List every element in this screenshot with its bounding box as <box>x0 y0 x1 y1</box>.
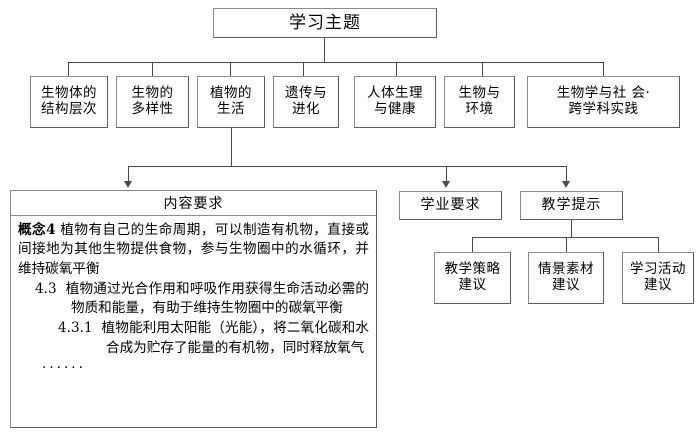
connector-drop-category-2 <box>152 62 153 76</box>
connector-plant-life-stem <box>231 128 232 166</box>
panel-content-requirement: 内容要求 概念4 植物有自己的生命周期，可以制造有机物，直接或间接地为其他生物提… <box>10 190 377 428</box>
node-category-biology-society-interdisciplinary[interactable]: 生物学与社 会· 跨学科实践 <box>527 76 680 128</box>
paragraph-item-4-3: 4.3 植物通过光合作用和呼吸作用获得生命活动必需的物质和能量，有助于维持生物圈… <box>35 280 369 319</box>
arrowhead-teaching-tips <box>562 181 570 188</box>
connector-root-stem <box>324 38 325 62</box>
paragraph-item-4-3-1: 4.3.1 植物能利用太阳能（光能），将二氧化碳和水合成为贮存了能量的有机物，同… <box>58 319 370 358</box>
node-category-organism-environment[interactable]: 生物与 环境 <box>444 76 515 128</box>
connector-drop-category-5 <box>396 62 397 76</box>
connector-drop-scenario-material <box>566 237 567 252</box>
node-academic-requirement[interactable]: 学业要求 <box>399 191 502 220</box>
node-category-plant-life[interactable]: 植物的 生活 <box>197 76 265 128</box>
panel-content-requirement-header: 内容要求 <box>11 191 376 216</box>
connector-teaching-tips-stem <box>571 220 572 237</box>
connector-drop-academic-requirement <box>446 166 447 182</box>
node-category-biodiversity[interactable]: 生物的 多样性 <box>116 76 189 128</box>
node-root-study-theme[interactable]: 学习主题 <box>213 8 437 38</box>
connector-drop-category-1 <box>68 62 69 76</box>
arrowhead-content-requirement <box>124 181 132 188</box>
connector-drop-learning-activity <box>658 237 659 252</box>
node-learning-activity-suggestion[interactable]: 学习活动 建议 <box>622 252 694 304</box>
connector-drop-teaching-strategy <box>472 237 473 252</box>
connector-drop-teaching-tips <box>566 166 567 182</box>
panel-content-requirement-body: 概念4 植物有自己的生命周期，可以制造有机物，直接或间接地为其他生物提供食物，参… <box>11 216 376 378</box>
ellipsis-more-items: ······ <box>42 360 86 377</box>
item-4-3-number: 4.3 <box>35 280 57 297</box>
node-category-human-physiology-health[interactable]: 人体生理 与健康 <box>354 76 436 128</box>
connector-section-bus <box>128 166 566 167</box>
arrowhead-academic-requirement <box>442 181 450 188</box>
paragraph-concept-4: 概念4 植物有自己的生命周期，可以制造有机物，直接或间接地为其他生物提供食物，参… <box>18 221 369 279</box>
connector-drop-category-7 <box>603 62 604 76</box>
node-teaching-tips[interactable]: 教学提示 <box>520 191 623 220</box>
connector-teaching-tips-bus <box>472 237 659 238</box>
connector-drop-category-4 <box>303 62 304 76</box>
concept-label: 概念4 <box>18 222 56 238</box>
item-4-3-1-number: 4.3.1 <box>58 320 93 337</box>
item-4-3-text: 植物通过光合作用和呼吸作用获得生命活动必需的物质和能量，有助于维持生物圈中的碳氧… <box>65 280 369 317</box>
connector-drop-category-6 <box>482 62 483 76</box>
connector-drop-content-requirement <box>128 166 129 182</box>
node-category-structure-levels[interactable]: 生物体的 结构层次 <box>30 76 108 128</box>
connector-drop-category-3 <box>230 62 231 76</box>
connector-category-bus <box>68 62 603 63</box>
node-scenario-material-suggestion[interactable]: 情景素材 建议 <box>528 252 604 304</box>
concept-text: 植物有自己的生命周期，可以制造有机物，直接或间接地为其他生物提供食物，参与生物圈… <box>18 222 369 277</box>
node-teaching-strategy-suggestion[interactable]: 教学策略 建议 <box>434 252 511 304</box>
item-4-3-1-text: 植物能利用太阳能（光能），将二氧化碳和水合成为贮存了能量的有机物，同时释放氧气 <box>101 320 370 356</box>
node-category-heredity-evolution[interactable]: 遗传与 进化 <box>273 76 339 128</box>
